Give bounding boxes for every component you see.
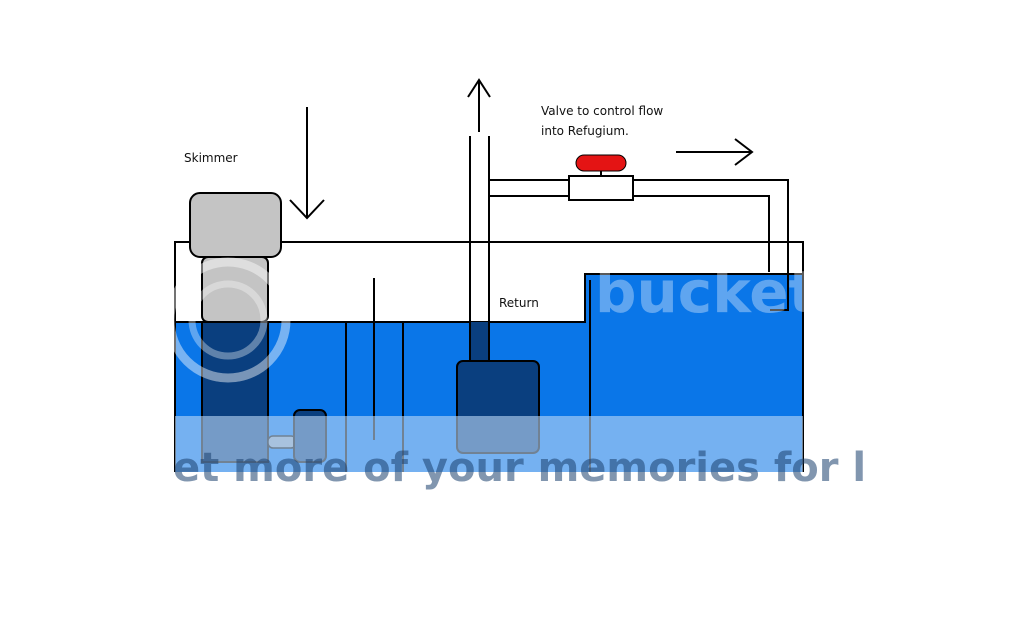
valve-label-line-2: into Refugium. bbox=[541, 124, 629, 138]
return-label: Return bbox=[499, 296, 539, 310]
watermark-brand: bucket bbox=[595, 258, 816, 326]
return-outflow-arrow-icon bbox=[467, 78, 491, 132]
watermark-logo-icon bbox=[165, 257, 291, 383]
refugium-feed-pipe-top bbox=[489, 179, 789, 311]
valve-body bbox=[568, 175, 634, 201]
watermark-strip-text: et more of your memories for l bbox=[173, 445, 866, 491]
skimmer-label: Skimmer bbox=[184, 151, 238, 165]
valve-label-line-1: Valve to control flow bbox=[541, 104, 663, 118]
watermark-strip bbox=[175, 416, 803, 472]
refugium-flow-arrow-icon bbox=[676, 138, 754, 166]
return-pipe-submerged bbox=[470, 322, 488, 362]
valve-handle bbox=[575, 154, 627, 172]
water-surface-line bbox=[175, 273, 803, 323]
inflow-arrow-icon bbox=[289, 107, 325, 220]
watermark: bucket et more of your memories for l bbox=[165, 257, 866, 491]
skimmer-cup bbox=[189, 192, 282, 258]
